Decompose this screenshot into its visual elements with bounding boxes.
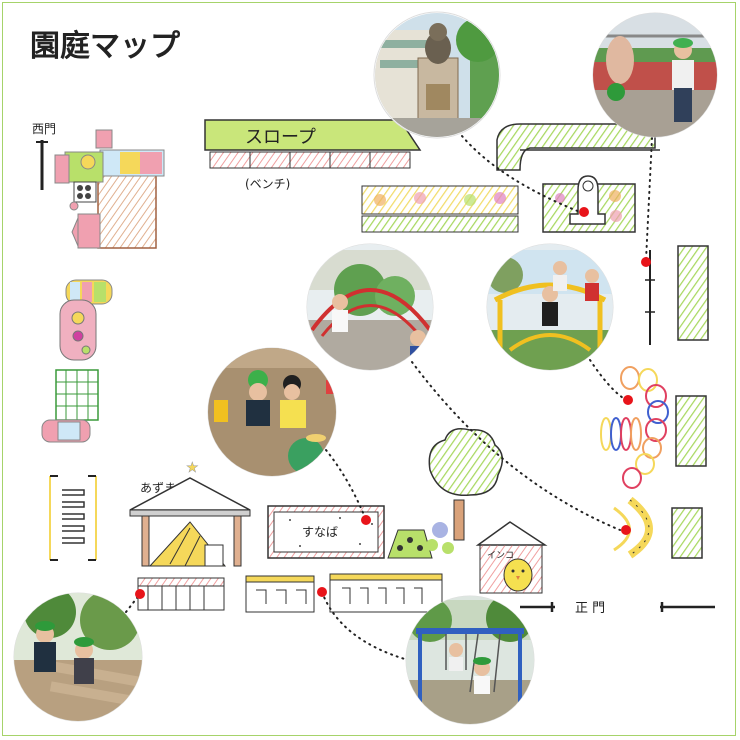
azumaya: あずまや ★ [129, 460, 251, 567]
west-gate-label: 西門 [32, 122, 56, 136]
arch-ladder [613, 496, 653, 559]
planter-right-1 [677, 245, 709, 341]
leader-sandbox [325, 449, 367, 521]
pin-bar [641, 257, 651, 267]
pin-sandbox [361, 515, 371, 525]
photo-statue[interactable] [373, 11, 501, 139]
pin-ring [623, 395, 633, 405]
ring-climber [600, 366, 669, 489]
planter-right-2 [675, 395, 707, 467]
ladder [49, 475, 97, 561]
west-gate: 西門 [32, 122, 56, 190]
pin-statue [579, 207, 589, 217]
photo-horizontal-bar[interactable] [592, 12, 718, 138]
bench-label: (ベンチ) [245, 177, 290, 191]
statue-base [542, 175, 636, 233]
leader-bar [645, 137, 653, 261]
left-structure-upper [54, 129, 165, 249]
leader-statue [461, 135, 581, 213]
tree [426, 428, 504, 554]
slope-label: スロープ [245, 127, 316, 148]
pin-swing [317, 587, 327, 597]
green-block [387, 529, 433, 559]
bench-row [245, 573, 443, 613]
sandbox-label: すなば [302, 525, 338, 539]
planter-right-3 [671, 507, 703, 559]
star-icon: ★ [186, 460, 199, 476]
bench-left [137, 577, 225, 611]
parakeet-house: インコ [475, 521, 548, 594]
horizontal-bar [645, 250, 655, 345]
map-title: 園庭マップ [30, 29, 181, 64]
leader-ring [589, 359, 627, 401]
photo-red-arch[interactable] [306, 243, 434, 371]
main-gate: 正 門 [520, 601, 715, 616]
photo-yellow-climber[interactable] [486, 243, 614, 371]
pin-arch [621, 525, 631, 535]
photo-sandbox[interactable] [207, 347, 337, 477]
parakeet-label: インコ [487, 551, 514, 561]
photo-swing[interactable] [405, 594, 535, 725]
slope: スロープ (ベンチ) [204, 119, 422, 191]
left-structure-net [41, 279, 113, 443]
parakeet-icon [503, 558, 533, 592]
pin-azumaya [135, 589, 145, 599]
sandbox: すなば [267, 505, 385, 559]
flower-bed-long [361, 185, 519, 233]
leader-arch [411, 361, 621, 531]
main-gate-label: 正 門 [575, 601, 605, 616]
